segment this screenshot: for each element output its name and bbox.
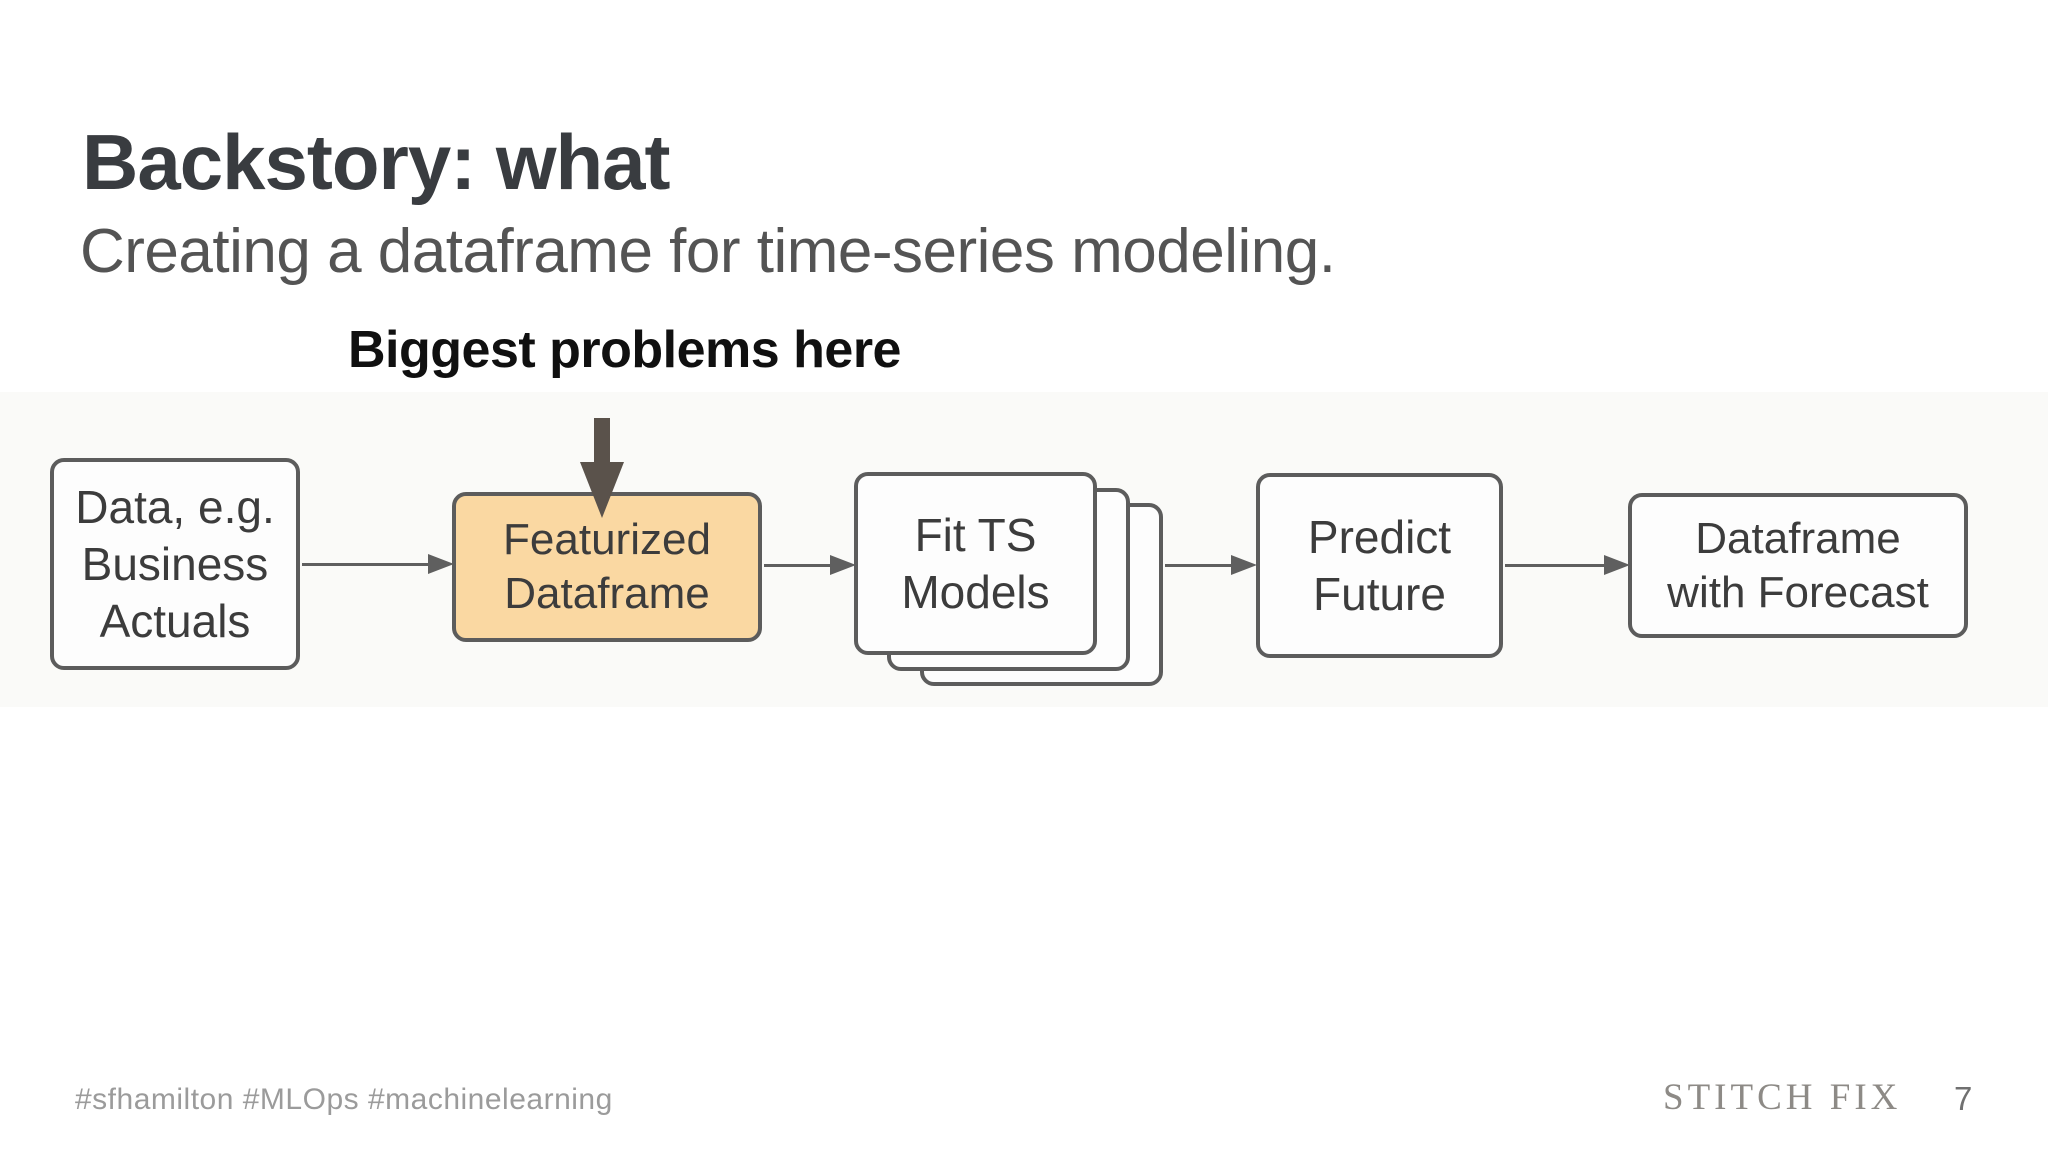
down-arrow-shaft: [594, 418, 610, 464]
flow-node-dataframe-with-forecast: Dataframe with Forecast: [1628, 493, 1968, 638]
flow-node-predict-future: Predict Future: [1256, 473, 1503, 658]
annotation-label: Biggest problems here: [348, 321, 901, 379]
flow-node-data-label: Data, e.g. Business Actuals: [75, 480, 275, 647]
arrow-head-icon: [1604, 555, 1630, 575]
slide-title: Backstory: what: [82, 118, 671, 206]
flow-node-featurized-dataframe-label: Featurized Dataframe: [503, 515, 711, 618]
arrow-head-icon: [1231, 555, 1257, 575]
slide-subtitle: Creating a dataframe for time-series mod…: [80, 217, 1336, 286]
slide-page-number: 7: [1954, 1080, 1973, 1117]
down-arrow-head: [580, 462, 624, 518]
stitch-fix-logo: STITCH FIX: [1663, 1077, 1902, 1118]
annotation-down-arrow-icon: [580, 418, 624, 518]
arrow-line: [302, 563, 430, 566]
flow-node-data: Data, e.g. Business Actuals: [50, 458, 300, 670]
arrow-line: [1165, 564, 1233, 567]
footer-hashtags: #sfhamilton #MLOps #machinelearning: [75, 1083, 613, 1116]
flow-node-fit-ts-models: Fit TS Models: [854, 472, 1097, 655]
arrow-line: [1505, 564, 1606, 567]
flow-node-dataframe-with-forecast-label: Dataframe with Forecast: [1667, 513, 1929, 617]
flow-node-predict-future-label: Predict Future: [1307, 510, 1452, 620]
arrow-head-icon: [428, 554, 454, 574]
flow-node-fit-ts-models-label: Fit TS Models: [901, 508, 1050, 618]
arrow-line: [764, 564, 832, 567]
arrow-head-icon: [830, 555, 856, 575]
